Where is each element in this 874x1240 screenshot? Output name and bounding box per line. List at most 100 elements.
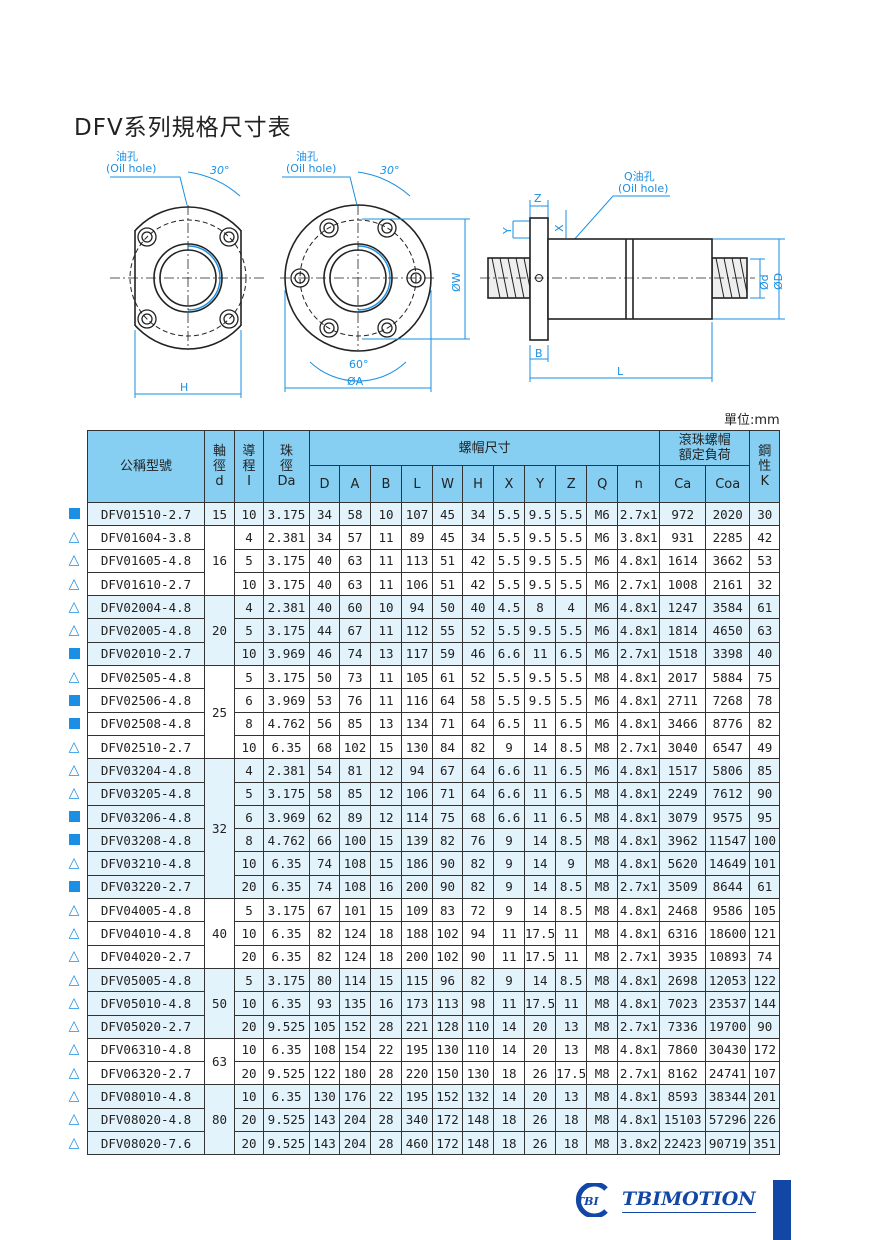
value-cell: 6.35	[263, 921, 310, 946]
value-cell: 74	[339, 641, 371, 667]
value-cell: 46	[309, 641, 340, 667]
value-cell: 18	[370, 921, 402, 946]
triangle-marker-icon: △	[68, 761, 80, 778]
value-cell: 1814	[659, 618, 707, 643]
value-cell: 90	[462, 944, 494, 969]
value-cell: 5.5	[493, 525, 525, 550]
value-cell: 2698	[659, 967, 707, 993]
header-w: W	[432, 465, 463, 503]
value-cell: M6	[586, 525, 619, 550]
value-cell: 4	[234, 595, 264, 620]
value-cell: M6	[586, 595, 619, 620]
value-cell: 82	[462, 967, 494, 993]
value-cell: 5.5	[493, 548, 525, 573]
square-marker-icon	[66, 502, 82, 525]
triangle-marker-icon: △	[68, 948, 80, 965]
value-cell: 14649	[705, 851, 751, 876]
value-cell: 4.8x1	[617, 618, 661, 643]
value-cell: 53	[309, 688, 340, 713]
value-cell: 1247	[659, 595, 707, 620]
side-view	[480, 217, 755, 341]
value-cell: 18	[370, 944, 402, 969]
svg-text:TBI: TBI	[576, 1195, 599, 1208]
value-cell: 67	[432, 758, 463, 783]
value-cell: 15	[370, 967, 402, 993]
header-n: n	[617, 465, 661, 503]
value-cell: 14	[523, 898, 557, 923]
value-cell: 130	[309, 1084, 340, 1109]
value-cell: 101	[339, 898, 371, 923]
header-d: D	[309, 465, 340, 503]
value-cell: 105	[309, 1014, 340, 1039]
value-cell: M8	[586, 851, 619, 876]
value-cell: 76	[339, 688, 371, 713]
shaft-diameter-cell: 16	[204, 525, 235, 597]
value-cell: 3079	[659, 804, 707, 830]
value-cell: 40	[309, 595, 340, 620]
value-cell: 57	[339, 525, 371, 550]
value-cell: 13	[555, 1037, 588, 1063]
value-cell: 90	[432, 874, 463, 900]
value-cell: 26	[523, 1131, 557, 1156]
triangle-marker-icon: △	[68, 994, 80, 1011]
value-cell: M6	[586, 641, 619, 667]
value-cell: 71	[432, 781, 463, 806]
value-cell: M8	[586, 1107, 619, 1133]
value-cell: 176	[339, 1084, 371, 1109]
value-cell: 100	[339, 828, 371, 853]
value-cell: 90	[432, 851, 463, 876]
value-cell: M6	[586, 758, 619, 783]
value-cell: 4.8x1	[617, 804, 661, 830]
value-cell: 6.6	[493, 758, 525, 783]
value-cell: 3.8x2	[617, 1131, 661, 1156]
value-cell: 6547	[705, 734, 751, 760]
value-cell: 20	[523, 1037, 557, 1063]
value-cell: 14	[523, 851, 557, 876]
value-cell: 12	[370, 804, 402, 830]
value-cell: 221	[401, 1014, 433, 1039]
value-cell: 93	[309, 991, 340, 1016]
value-cell: M8	[586, 898, 619, 923]
value-cell: 40	[309, 548, 340, 573]
value-cell: 11547	[705, 828, 751, 853]
value-cell: 106	[401, 781, 433, 806]
value-cell: 152	[432, 1084, 463, 1109]
header-x: X	[493, 465, 525, 503]
value-cell: 20	[234, 1061, 264, 1086]
value-cell: 2020	[705, 501, 751, 527]
model-cell: DFV06310-4.8	[87, 1037, 205, 1063]
value-cell: 10	[234, 1084, 264, 1109]
value-cell: 8162	[659, 1061, 707, 1086]
value-cell: 10	[234, 734, 264, 760]
value-cell: 14	[523, 734, 557, 760]
shaft-diameter-cell: 40	[204, 898, 235, 969]
square-marker-icon	[66, 712, 82, 735]
dimension-lines	[110, 171, 785, 398]
value-cell: 117	[401, 641, 433, 667]
value-cell: 200	[401, 944, 433, 969]
value-cell: 5	[234, 618, 264, 643]
value-cell: 4.8x1	[617, 898, 661, 923]
triangle-marker-icon: △	[68, 901, 80, 918]
value-cell: 45	[432, 501, 463, 527]
value-cell: 4.8x1	[617, 1084, 661, 1109]
value-cell: 3.175	[263, 618, 310, 643]
value-cell: 15	[370, 851, 402, 876]
front-view-flat-flange	[110, 205, 266, 350]
value-cell: 82	[462, 874, 494, 900]
value-cell: 75	[749, 665, 781, 690]
value-cell: 13	[370, 711, 402, 736]
value-cell: M6	[586, 501, 619, 527]
value-cell: 5620	[659, 851, 707, 876]
value-cell: 42	[749, 525, 781, 550]
value-cell: M8	[586, 967, 619, 993]
value-cell: 108	[309, 1037, 340, 1063]
value-cell: 9	[493, 828, 525, 853]
value-cell: 6.5	[555, 641, 588, 667]
value-cell: 11	[493, 991, 525, 1016]
value-cell: 130	[401, 734, 433, 760]
value-cell: 2.7x1	[617, 1061, 661, 1086]
value-cell: 3.175	[263, 781, 310, 806]
value-cell: 24741	[705, 1061, 751, 1086]
